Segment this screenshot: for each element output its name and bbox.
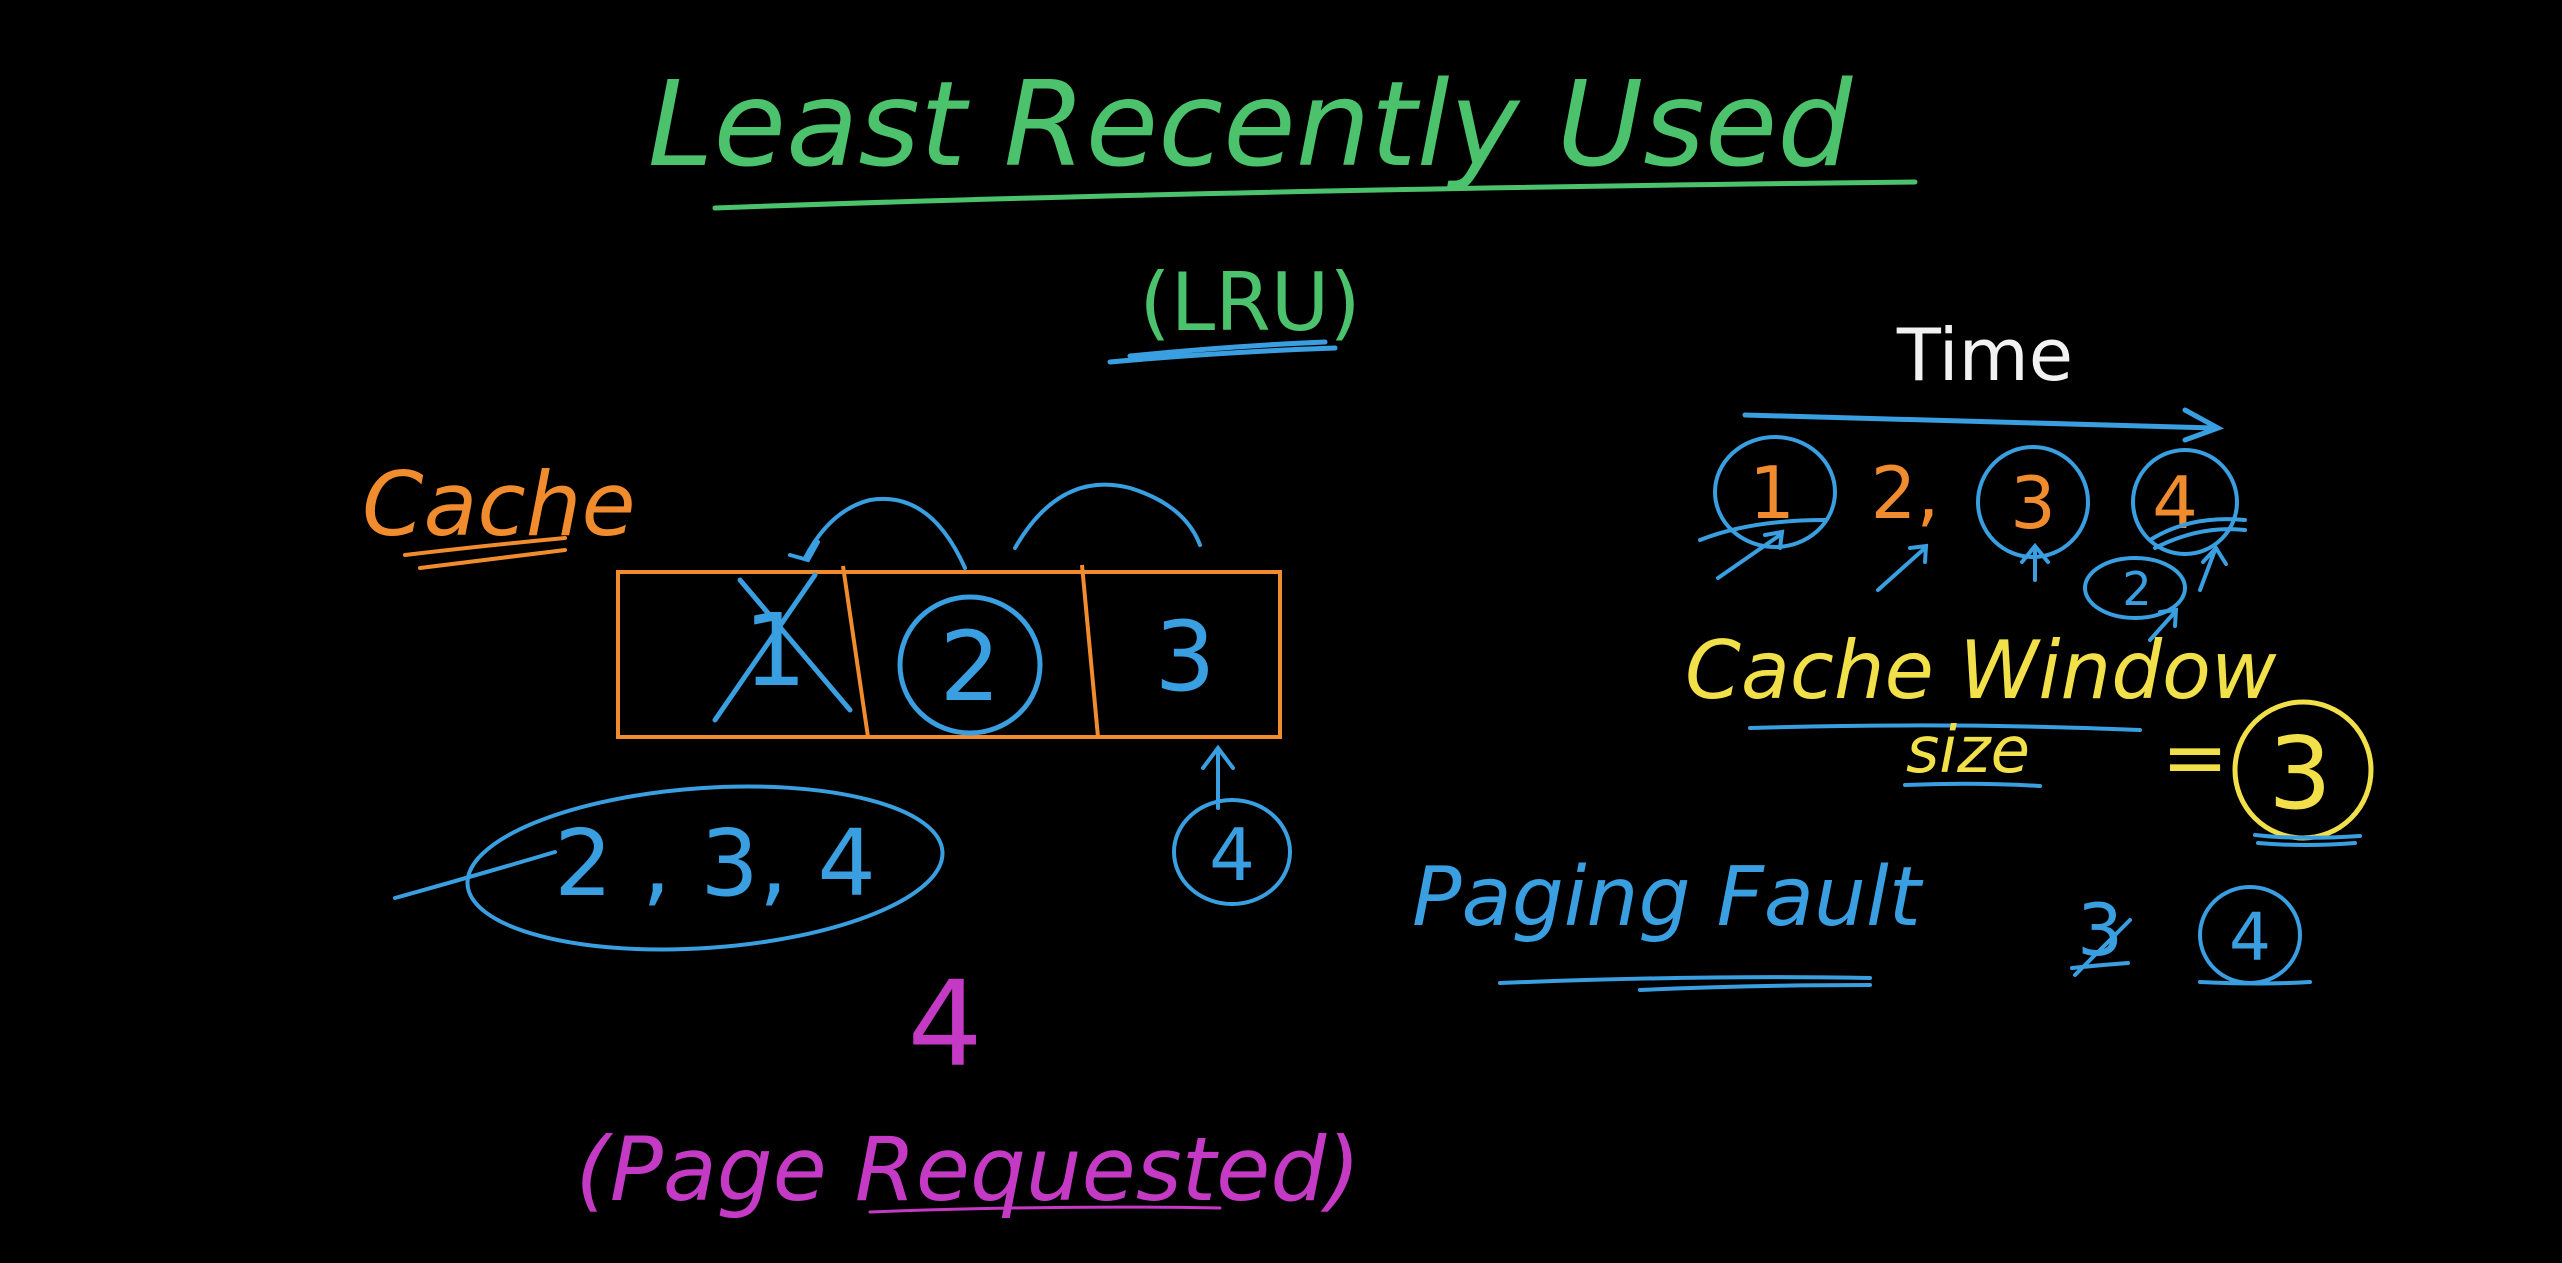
page-requested-group: 4 (Page Requested) (575, 955, 1360, 1221)
cache-divider-1 (841, 565, 870, 738)
incoming-page-circle (1172, 798, 1292, 906)
abbreviation-text: (LRU) (1139, 256, 1360, 349)
shift-arrow-left (803, 496, 967, 570)
size-label: size (1906, 714, 2030, 788)
cache-divider-2 (1080, 564, 1100, 738)
timeline-extra-arrow (2148, 607, 2179, 642)
timeline-group: 1 2, 3 4 2 (1698, 435, 2247, 642)
title-group: Least Recently Used (LRU) (648, 55, 1918, 365)
time-arrow (1742, 407, 2225, 443)
cache-slot-1-cross (712, 572, 853, 723)
request-sequence-group: 2 , 3, 4 (393, 784, 945, 952)
request-sequence-text: 2 , 3, 4 (554, 810, 876, 917)
shift-arrow-left-head (788, 540, 820, 563)
paging-fault-label: Paging Fault (1412, 850, 1924, 945)
cache-window-group: Cache Window size = 3 (1685, 624, 2374, 847)
timeline-item-4-scribble (2148, 517, 2247, 550)
size-underline (1903, 781, 2042, 788)
paging-fault-underline (1498, 975, 1872, 992)
timeline-item-4-value: 4 (2152, 461, 2198, 545)
incoming-arrow (1201, 744, 1235, 810)
timeline-item-1-circle (1713, 435, 1837, 549)
cache-label-group: Cache (362, 453, 636, 570)
abbreviation-underline (1107, 339, 1338, 365)
cache-label-underline (403, 536, 567, 570)
paging-fault-value: 4 (2229, 899, 2271, 976)
incoming-page-value: 4 (1209, 813, 1255, 897)
cache-label: Cache (362, 453, 636, 556)
paging-fault-old-strike (2070, 918, 2132, 977)
timeline-item-3-value: 3 (2010, 461, 2056, 545)
timeline-arrow-4 (2198, 544, 2228, 592)
cache-box-group: 1 2 3 4 (616, 482, 1292, 906)
timeline-item-2-value: 2, (1871, 451, 1940, 535)
shift-arrow-right (1013, 482, 1202, 550)
paging-fault-group: Paging Fault 3 4 (1412, 850, 2312, 992)
request-sequence-ellipse (465, 784, 945, 952)
cache-slot-2-value: 2 (939, 611, 1000, 723)
time-group: Time (1742, 313, 2225, 443)
cache-window-size-value: 3 (2268, 715, 2332, 832)
timeline-extra-value: 2 (2122, 562, 2151, 616)
timeline-arrow-1 (1698, 518, 1827, 580)
cache-slot-1-value: 1 (743, 592, 807, 709)
cache-slot-3-value: 3 (1154, 601, 1215, 713)
paging-fault-old-value: 3 (2077, 888, 2123, 972)
title-text: Least Recently Used (648, 55, 1854, 193)
title-underline (712, 179, 1918, 211)
cache-slot-2-circle (897, 594, 1043, 736)
timeline-arrow-2 (1876, 543, 1929, 592)
cache-window-underline (1748, 723, 2142, 732)
page-requested-label: (Page Requested) (575, 1118, 1360, 1221)
timeline-arrow-3 (2020, 542, 2050, 582)
cache-window-label: Cache Window (1685, 624, 2277, 717)
page-requested-value: 4 (907, 955, 982, 1093)
cache-box-outline (616, 570, 1282, 739)
page-requested-underline (868, 1205, 1222, 1214)
time-label: Time (1896, 313, 2073, 397)
request-sequence-strike (393, 850, 557, 900)
timeline-item-4-circle (2131, 448, 2239, 556)
cache-window-size-underline (2253, 833, 2362, 847)
paging-fault-value-underline (2198, 980, 2312, 986)
timeline-extra-circle (2083, 556, 2187, 620)
equals-sign: = (2161, 711, 2228, 804)
